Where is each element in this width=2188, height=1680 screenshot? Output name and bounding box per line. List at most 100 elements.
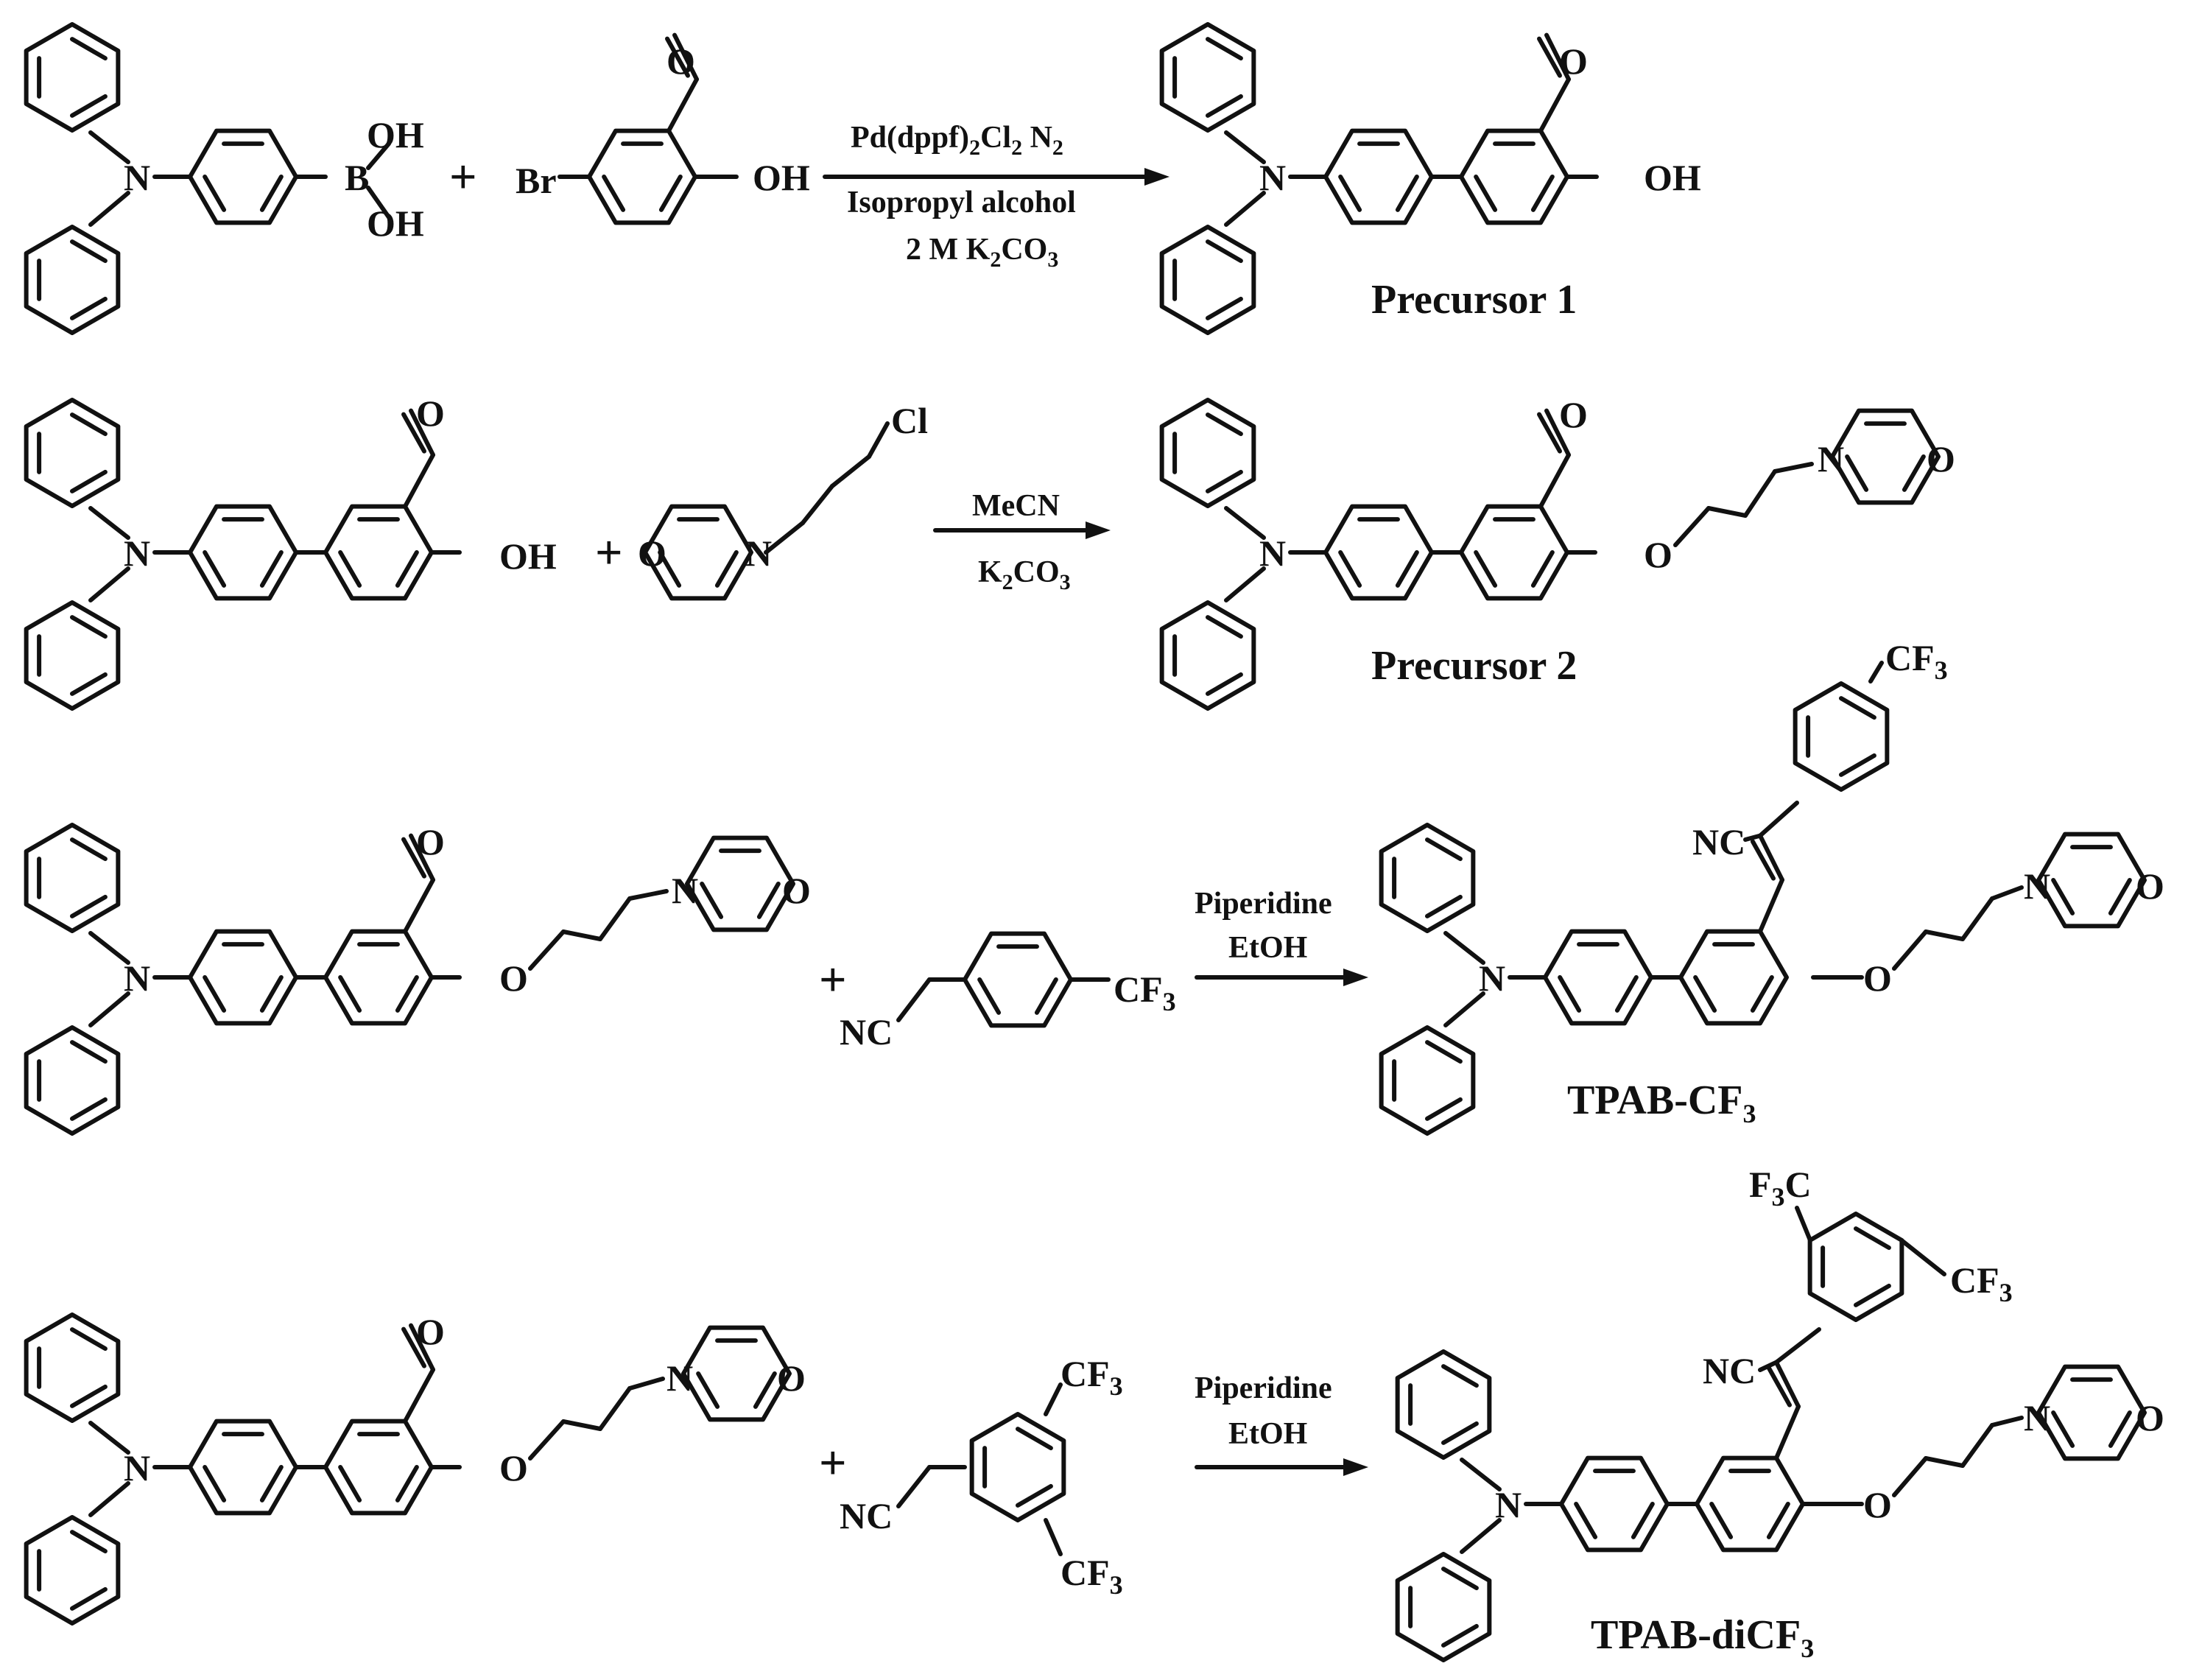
product-label-precursor-2: Precursor 2 (1371, 643, 1577, 689)
bond (1767, 1366, 1792, 1407)
bond (1460, 1458, 1502, 1491)
bond (409, 1323, 435, 1372)
bond (528, 929, 566, 971)
boronic-oh-top: OH (367, 114, 424, 155)
bond (1323, 128, 1434, 225)
tpa-nitrogen: N (1259, 157, 1286, 198)
bond (403, 1367, 435, 1424)
bond (1774, 1404, 1801, 1461)
bond (1474, 550, 1498, 588)
bond (88, 931, 130, 965)
bond (1774, 1327, 1821, 1365)
bond (1902, 454, 1926, 492)
bond (338, 1465, 362, 1502)
carbonyl-oxygen: O (666, 41, 695, 82)
bond (88, 191, 130, 227)
morpholine-nitrogen: N (2024, 865, 2050, 907)
reaction-arrow-head (1086, 521, 1111, 539)
bond (801, 484, 834, 525)
bond (681, 1325, 792, 1422)
bond (88, 1421, 130, 1455)
bond (24, 1025, 121, 1136)
bond (1558, 975, 1582, 1013)
cf3-group-top: CF3 (1060, 1353, 1123, 1401)
bond (1774, 1360, 1801, 1409)
bond (1758, 1360, 1779, 1372)
bond (1960, 896, 1994, 941)
bond (188, 1419, 298, 1516)
bond (1559, 1455, 1670, 1553)
ether-oxygen: O (499, 957, 528, 999)
bond (1206, 37, 1243, 61)
bond (70, 615, 108, 639)
bond (1224, 130, 1266, 164)
bond (70, 239, 108, 264)
nitrile-group: NC (1692, 821, 1745, 862)
morpholine-nitrogen: N (2024, 1397, 2050, 1438)
bond (338, 975, 362, 1013)
condition-solvent: EtOH (1228, 931, 1307, 965)
condition-base: Piperidine (1195, 1371, 1332, 1405)
ether-oxygen: O (1644, 534, 1672, 575)
bond (665, 36, 690, 78)
condition-base: K2CO3 (978, 555, 1071, 594)
bond (896, 977, 932, 1022)
bond (1845, 454, 1869, 492)
bond (1773, 462, 1814, 474)
bond (366, 141, 391, 170)
bond (24, 823, 121, 933)
phenol-oh: OH (1644, 157, 1701, 198)
f3c-group: F3C (1749, 1164, 1812, 1212)
bond (1574, 1502, 1598, 1539)
bond (830, 454, 871, 488)
bond (1839, 696, 1876, 720)
bond (70, 469, 108, 493)
carbonyl-oxygen: O (1559, 41, 1588, 82)
bond (2108, 878, 2132, 915)
bond (1544, 32, 1571, 82)
nitrile-group: NC (840, 1011, 893, 1052)
condition-base: 2 M K2CO3 (906, 233, 1058, 272)
bond (1960, 1423, 1994, 1468)
morpholine-nitrogen: N (1818, 438, 1844, 479)
bond (24, 600, 121, 711)
reaction-3: N O O N O + NC CF3 Piperidine EtOH N NC … (124, 637, 2164, 1128)
bond (1379, 823, 1476, 933)
bond (70, 837, 108, 862)
bond (1544, 408, 1571, 457)
bond (395, 550, 419, 588)
bond (867, 421, 890, 459)
bond (1206, 94, 1243, 118)
condition-catalyst: Pd(dppf)2Cl2 N2 (851, 121, 1063, 160)
bond (403, 452, 435, 509)
bond (1793, 681, 1890, 792)
phenol-oh: OH (753, 157, 810, 198)
condition-solvent: EtOH (1228, 1417, 1307, 1451)
bond (658, 175, 683, 212)
morpholine-oxygen: O (782, 870, 811, 911)
bond (1425, 1040, 1463, 1064)
morpholine-nitrogen: N (672, 870, 698, 911)
bond (88, 130, 130, 164)
bond (685, 835, 795, 932)
tpa-nitrogen: N (124, 957, 150, 999)
bond (2051, 1410, 2075, 1448)
bond (1538, 77, 1571, 133)
bond (1206, 615, 1243, 639)
bond (1044, 1518, 1063, 1556)
bond (24, 398, 121, 508)
bond (1924, 1456, 1965, 1468)
boron-atom: B (345, 157, 369, 198)
bond (969, 1412, 1066, 1522)
bond (88, 1481, 130, 1517)
product-label-tpab-cf3: TPAB-CF3 (1567, 1078, 1756, 1128)
bond (1990, 885, 2024, 901)
bond (259, 975, 284, 1013)
bond (1016, 1427, 1053, 1451)
bond (627, 889, 669, 901)
bond (188, 929, 298, 1026)
bond (1441, 1623, 1479, 1648)
morpholine-nitrogen: N (666, 1357, 693, 1399)
bond (1750, 975, 1774, 1013)
boronic-oh-bottom: OH (367, 203, 424, 244)
